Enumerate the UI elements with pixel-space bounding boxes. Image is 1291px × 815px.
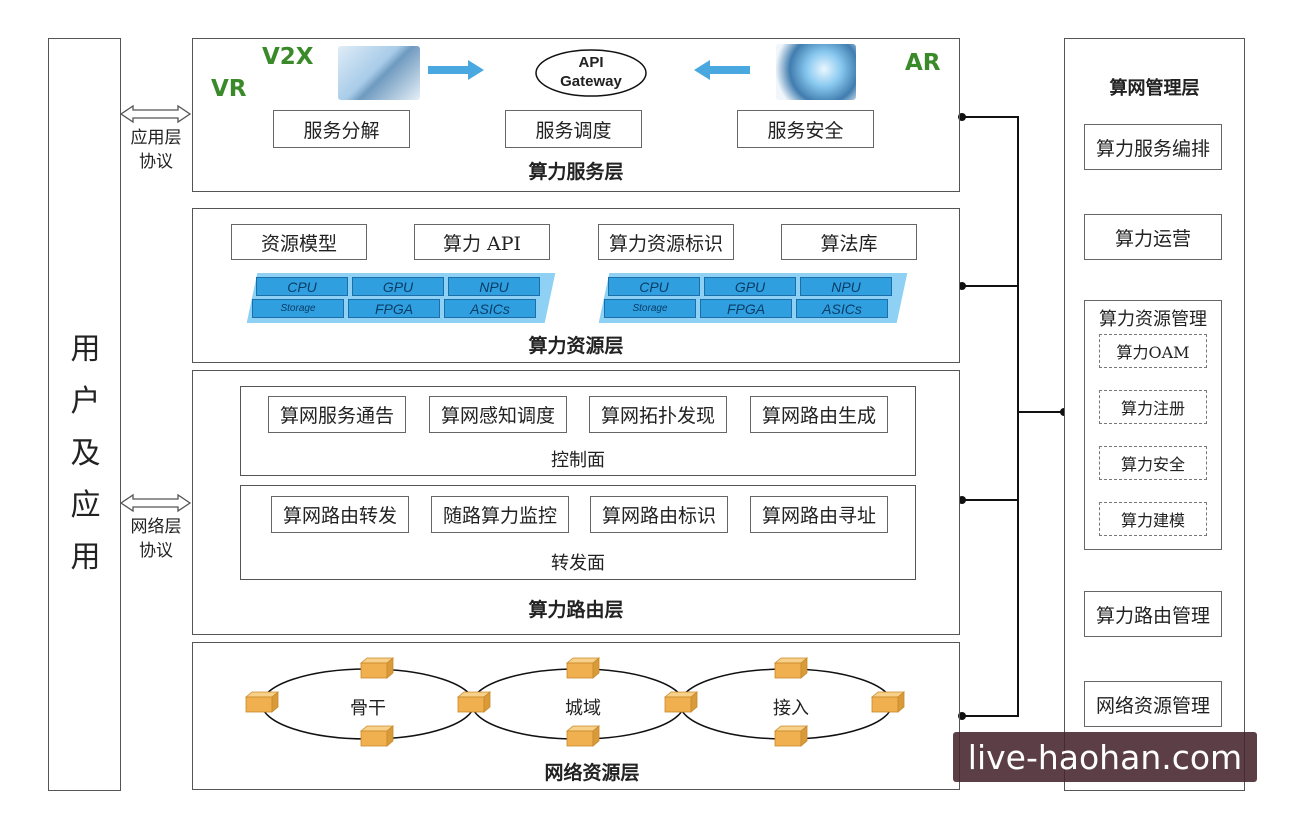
mgmt-resource-title: 算力资源管理 xyxy=(1099,309,1207,330)
service-layer-title: 算力服务层 xyxy=(528,161,624,183)
api-gateway-ellipse xyxy=(535,49,647,97)
mgmt-routing-box: 算力路由管理 xyxy=(1084,591,1222,637)
app-protocol-arrow xyxy=(119,104,192,124)
right-arrow-icon xyxy=(428,60,484,80)
api-gateway-text: API Gateway xyxy=(536,53,646,91)
control-plane-label: 控制面 xyxy=(551,450,605,471)
user-app-title: 用 户 及 应 用 xyxy=(49,324,122,584)
router-icon xyxy=(456,691,492,713)
chip-npu: NPU xyxy=(800,277,892,296)
ring-label-metro: 城域 xyxy=(565,698,601,719)
left-arrow-icon xyxy=(694,60,750,80)
chip-gpu: GPU xyxy=(704,277,796,296)
router-icon xyxy=(870,691,906,713)
title-char: 用 xyxy=(70,332,101,367)
connector-dot xyxy=(958,712,966,720)
mgmt-operation-box: 算力运营 xyxy=(1084,214,1222,260)
router-icon xyxy=(359,657,395,679)
mgmt-sub-register: 算力注册 xyxy=(1099,390,1207,424)
connector-dot xyxy=(958,113,966,121)
user-app-panel: 用 户 及 应 用 xyxy=(48,38,121,791)
routing-layer-title: 算力路由层 xyxy=(528,599,624,621)
watermark: live-haohan.com xyxy=(953,732,1257,782)
control-box: 算网服务通告 xyxy=(268,396,406,433)
router-icon xyxy=(773,657,809,679)
compute-api-box: 算力 API xyxy=(414,224,550,260)
ar-image-icon xyxy=(776,44,856,100)
forward-box: 算网路由转发 xyxy=(271,496,409,533)
app-protocol-label: 应用层 协议 xyxy=(122,126,190,174)
chip-asics: ASICs xyxy=(444,299,536,318)
title-char: 户 xyxy=(70,384,101,419)
chip-fpga: FPGA xyxy=(348,299,440,318)
ring-label-backbone: 骨干 xyxy=(350,698,386,719)
label-ar: AR xyxy=(905,50,941,76)
app-protocol-line: 应用层 xyxy=(130,128,182,148)
net-protocol-arrow xyxy=(119,493,192,513)
resource-layer-title: 算力资源层 xyxy=(528,335,624,357)
net-protocol-line: 网络层 xyxy=(130,517,182,537)
forward-box: 随路算力监控 xyxy=(431,496,569,533)
app-protocol-line: 协议 xyxy=(139,152,173,172)
label-v2x: V2X xyxy=(262,44,314,70)
management-bracket xyxy=(962,116,1064,717)
router-icon xyxy=(663,691,699,713)
hardware-block-left: CPU GPU NPU Storage FPGA ASICs xyxy=(242,273,556,323)
connector-dot xyxy=(958,496,966,504)
service-decompose-box: 服务分解 xyxy=(273,110,410,148)
title-char: 应 xyxy=(70,488,101,523)
forward-box: 算网路由寻址 xyxy=(750,496,888,533)
title-char: 用 xyxy=(70,540,101,575)
chip-npu: NPU xyxy=(448,277,540,296)
v2x-image-icon xyxy=(338,46,420,100)
chip-asics: ASICs xyxy=(796,299,888,318)
net-protocol-line: 协议 xyxy=(139,541,173,561)
net-protocol-label: 网络层 协议 xyxy=(122,515,190,563)
management-title: 算网管理层 xyxy=(1109,78,1200,99)
chip-cpu: CPU xyxy=(256,277,348,296)
router-icon xyxy=(359,725,395,747)
chip-gpu: GPU xyxy=(352,277,444,296)
gateway-line: API xyxy=(578,54,604,71)
router-icons xyxy=(244,657,906,747)
control-box: 算网路由生成 xyxy=(750,396,888,433)
mgmt-sub-oam: 算力OAM xyxy=(1099,334,1207,368)
network-layer-title: 网络资源层 xyxy=(544,762,640,784)
chip-storage: Storage xyxy=(252,299,344,318)
mgmt-network-box: 网络资源管理 xyxy=(1084,681,1222,727)
mgmt-sub-security: 算力安全 xyxy=(1099,446,1207,480)
forward-plane-label: 转发面 xyxy=(551,553,605,574)
resource-model-box: 资源模型 xyxy=(231,224,367,260)
gateway-line: Gateway xyxy=(560,73,622,90)
chip-storage: Storage xyxy=(604,299,696,318)
resource-id-box: 算力资源标识 xyxy=(598,224,734,260)
connector-dot xyxy=(958,282,966,290)
router-icon xyxy=(565,657,601,679)
ring-label-access: 接入 xyxy=(773,698,809,719)
network-layer xyxy=(192,642,960,790)
router-icon xyxy=(565,725,601,747)
control-box: 算网拓扑发现 xyxy=(589,396,727,433)
label-vr: VR xyxy=(211,76,247,102)
router-icon xyxy=(773,725,809,747)
title-char: 及 xyxy=(70,436,101,471)
mgmt-sub-modeling: 算力建模 xyxy=(1099,502,1207,536)
hardware-block-right: CPU GPU NPU Storage FPGA ASICs xyxy=(594,273,908,323)
algorithm-lib-box: 算法库 xyxy=(781,224,917,260)
service-schedule-box: 服务调度 xyxy=(505,110,642,148)
service-layer xyxy=(192,38,960,192)
service-security-box: 服务安全 xyxy=(737,110,874,148)
router-icon xyxy=(244,691,280,713)
forward-box: 算网路由标识 xyxy=(590,496,728,533)
control-box: 算网感知调度 xyxy=(429,396,567,433)
chip-cpu: CPU xyxy=(608,277,700,296)
chip-fpga: FPGA xyxy=(700,299,792,318)
mgmt-orchestration-box: 算力服务编排 xyxy=(1084,124,1222,170)
